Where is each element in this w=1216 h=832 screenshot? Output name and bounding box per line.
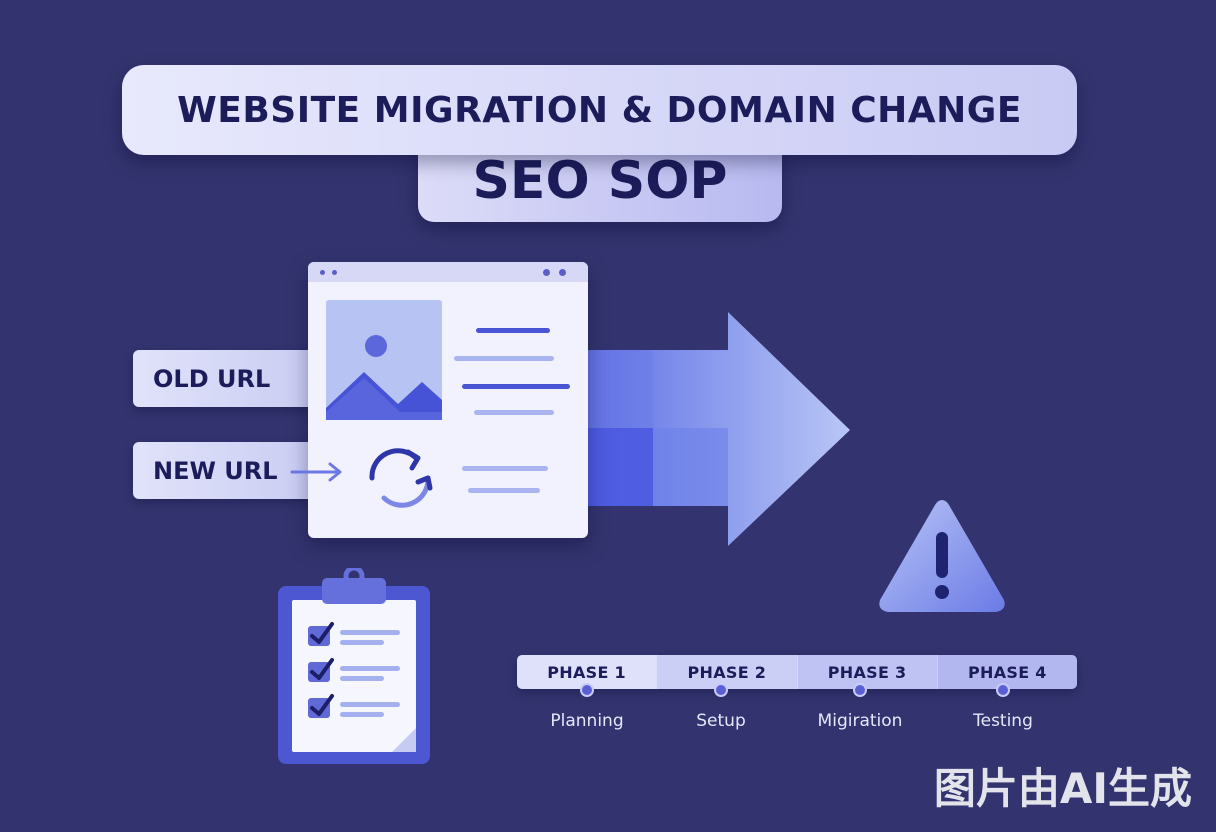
phase-2: PHASE 2 [656,655,797,689]
arrow-right-small-icon [290,462,342,482]
checkmark-icon [308,622,400,646]
old-url-label: OLD URL [133,350,323,407]
title-subtitle: SEO SOP [472,151,728,211]
phase-3: PHASE 3 [796,655,937,689]
arrow-right-icon [560,312,850,546]
browser-titlebar [308,262,588,282]
timeline-dot-3 [853,683,867,697]
browser-window-icon [308,262,588,538]
step-planning: Planning [550,711,624,731]
title-main: WEBSITE MIGRATION & DOMAIN CHANGE [177,89,1022,131]
image-placeholder-icon [326,300,442,420]
step-setup: Setup [696,711,746,731]
phase-timeline: PHASE 1 PHASE 2 PHASE 3 PHASE 4 Planning… [517,655,1077,745]
clipboard-checklist-icon [278,568,430,764]
ai-generated-watermark: 图片由AI生成 [933,764,1192,813]
new-url-label: NEW URL [133,442,323,499]
title-banner: WEBSITE MIGRATION & DOMAIN CHANGE [122,65,1077,155]
timeline-dot-4 [996,683,1010,697]
warning-icon [879,500,1005,612]
timeline-dot-1 [580,683,594,697]
step-testing: Testing [973,711,1033,731]
timeline-dot-2 [714,683,728,697]
phase-bar: PHASE 1 PHASE 2 PHASE 3 PHASE 4 [517,655,1077,689]
step-migration: Migiration [817,711,903,731]
refresh-icon [369,448,433,508]
